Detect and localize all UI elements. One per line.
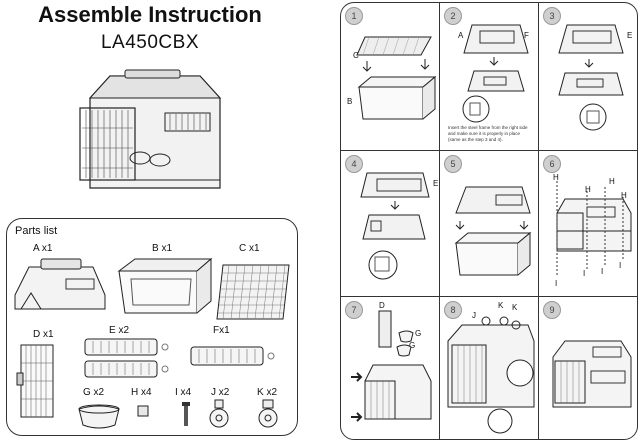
step-6: 6 H H H H I I I I <box>539 151 637 297</box>
screw-guide-lines <box>556 181 624 275</box>
part-label-f: Fx1 <box>213 325 230 336</box>
step-label: H <box>621 191 627 200</box>
step-9: 9 <box>539 297 637 439</box>
part-g-bowl <box>78 404 120 429</box>
step-number: 1 <box>345 7 363 25</box>
step-number: 6 <box>543 155 561 173</box>
step-label: C <box>353 51 359 60</box>
step-4: 4 E <box>341 151 440 297</box>
step-label: G <box>415 329 422 338</box>
step-2-illustration <box>462 24 529 123</box>
part-label-d: D x1 <box>33 329 54 340</box>
page-title: Assemble Instruction <box>38 2 262 27</box>
part-c-floor-grid <box>216 264 290 320</box>
step-label: D <box>379 301 385 310</box>
step-4-illustration <box>360 172 430 280</box>
step-5-illustration <box>454 186 532 276</box>
step-9-illustration <box>552 340 632 408</box>
step-label: I <box>619 261 622 270</box>
part-k-wheel-brake <box>258 399 278 428</box>
step-label: G <box>409 341 416 350</box>
part-a-top-shell <box>14 258 106 310</box>
step-label: H <box>609 177 615 186</box>
step-label: K <box>512 303 518 312</box>
step-label: H <box>585 185 591 194</box>
step-3-illustration <box>558 24 624 131</box>
part-b-bottom-tray <box>117 257 213 314</box>
step-7-illustration <box>351 310 432 422</box>
step-6-illustration <box>556 198 632 252</box>
assembly-steps-panel: 1 C B 2 A F Insert the steel frame from … <box>340 2 638 440</box>
step-number: 3 <box>543 7 561 25</box>
part-label-h: H x4 <box>131 387 152 398</box>
model-number: LA450CBX <box>100 32 199 53</box>
step-label: K <box>498 301 504 310</box>
step-1-illustration <box>356 36 437 120</box>
part-j-wheel <box>209 399 229 428</box>
step-8-illustration <box>447 316 535 434</box>
step-label: A <box>458 31 464 40</box>
step-2-note: Insert the steel frame from the right si… <box>448 125 528 142</box>
step-number: 4 <box>345 155 363 173</box>
part-label-j: J x2 <box>211 387 230 398</box>
step-label: E <box>627 31 633 40</box>
step-label: I <box>601 267 604 276</box>
part-label-i: I x4 <box>175 387 192 398</box>
part-f-top-vent <box>190 346 275 366</box>
parts-list-heading: Parts list <box>15 225 58 237</box>
step-label: J <box>472 311 476 320</box>
assembled-crate-illustration <box>79 69 222 189</box>
part-label-e: E x2 <box>109 325 130 336</box>
part-label-g: G x2 <box>83 387 105 398</box>
part-h-clip <box>137 405 149 417</box>
step-1: 1 C B <box>341 3 440 151</box>
step-7: 7 D G G <box>341 297 440 439</box>
part-i-screw <box>182 402 190 426</box>
step-5: 5 <box>440 151 539 297</box>
part-label-c: C x1 <box>239 243 260 254</box>
part-label-a: A x1 <box>33 243 53 254</box>
step-label: H <box>553 173 559 182</box>
step-label: I <box>583 269 586 278</box>
step-number: 9 <box>543 301 561 319</box>
step-3: 3 E <box>539 3 637 151</box>
part-label-b: B x1 <box>152 243 173 254</box>
step-number: 5 <box>444 155 462 173</box>
step-number: 2 <box>444 7 462 25</box>
step-number: 8 <box>444 301 462 319</box>
step-label: B <box>347 97 353 106</box>
step-2: 2 A F Insert the steel frame from the ri… <box>440 3 539 151</box>
step-label: F <box>524 31 529 40</box>
step-8: 8 J K K <box>440 297 539 439</box>
step-label: E <box>433 179 439 188</box>
part-d-front-door <box>16 344 54 418</box>
step-label: I <box>555 279 558 288</box>
part-label-k: K x2 <box>257 387 278 398</box>
parts-list-panel: Parts list A x1 B x1 C x1 D x1 E x2 Fx1 <box>6 218 298 436</box>
part-e-side-vents <box>84 338 169 378</box>
step-number: 7 <box>345 301 363 319</box>
